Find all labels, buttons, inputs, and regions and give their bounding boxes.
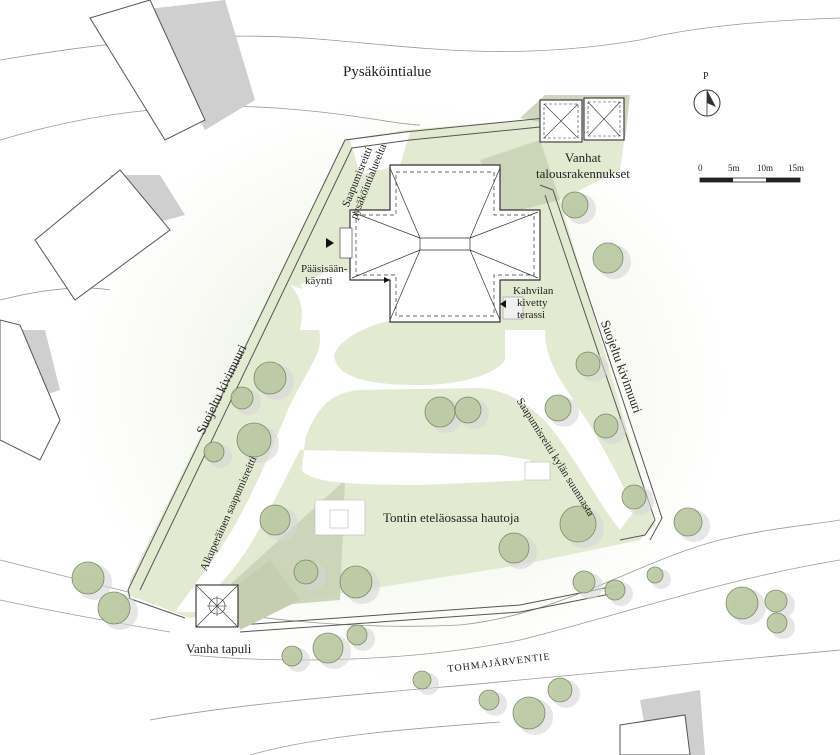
tree-canopy [561,191,589,219]
outbuildings-label: Vanhat talousrakennukset [536,150,630,182]
east-yard-box [524,461,551,481]
bell-tower-label: Vanha tapuli [186,641,252,656]
tree-canopy [498,532,530,564]
tree-canopy [203,441,225,463]
tree-canopy [97,591,131,625]
cafe-terrace-grid [502,296,524,320]
tree-canopy [339,565,373,599]
tree-canopy [725,586,759,620]
tree-canopy [312,632,344,664]
small-square [329,509,349,529]
neighbour-building-2 [34,169,171,301]
scale-tick-15m: 15m [788,163,805,173]
parking-label: Pysäköintialue [343,64,432,80]
main-path-loop [175,270,635,612]
north-arrow-label: P [703,71,709,82]
tree-canopy [592,242,624,274]
north-arrow [693,89,721,117]
tree-canopy [293,559,319,585]
tree-canopy [478,689,500,711]
tree-canopy [593,413,619,439]
tree-canopy [559,505,597,543]
tree-canopy [544,394,572,422]
bell-tower [195,560,300,630]
tree-canopy [646,566,664,584]
paths [175,132,635,612]
tree-canopy [424,396,456,428]
side-entrance-arrow [384,277,390,283]
tree-canopy [346,624,368,646]
tree-canopy [71,561,105,595]
tree-canopy [412,670,432,690]
tree-canopy [512,696,546,730]
neighbour-building-4 [619,714,691,755]
main-entrance-arrow [326,238,334,248]
church-building [349,164,541,323]
main-entrance-label: Pääsisään- käynti [301,263,347,287]
cafe-line3: terassi [517,309,546,321]
path-front-plaza [290,285,326,330]
cafe-terrace-label: Kahvilan kivetty terassi [513,285,553,321]
neighbour-building-3 [0,319,61,461]
outbuildings-label-line2: talousrakennukset [536,166,630,181]
main-entrance-line1: Pääsisään- [301,263,348,275]
grave-area-box [314,499,366,536]
tree-canopy [259,504,291,536]
tree-canopy [281,645,303,667]
tree-canopy [575,351,601,377]
tree-canopy [454,396,482,424]
tree-canopy [621,484,647,510]
church-cross-plan [349,164,541,323]
scale-tick-0: 0 [698,163,703,173]
cafe-line1: Kahvilan [513,285,554,297]
tree-canopy [572,570,596,594]
tree-canopy [673,507,703,537]
neighbouring-buildings [0,0,705,755]
tree-canopy [547,677,573,703]
scale-bar [699,177,801,183]
cafe-line2: kivetty [517,297,548,309]
trees [71,191,795,735]
tree-canopy [764,589,788,613]
neighbour-building-1 [89,0,206,141]
main-entrance-line2: käynti [305,275,333,287]
church-roof-lines [351,167,539,321]
scale-tick-5m: 5m [728,163,740,173]
surrounding-plot-lines [0,17,840,755]
tree-canopy [230,386,254,410]
tree-canopy [766,612,788,634]
graves-label: Tontin eteläosassa hautoja [383,510,520,525]
tree-canopy [604,579,626,601]
tree-canopy [253,361,287,395]
bell-tower-shadow [230,560,300,630]
main-entrance-steps [339,227,353,259]
tree-canopy [236,422,272,458]
cafe-entrance-arrow [500,300,506,308]
neighbour-shadow-1 [140,0,255,130]
outbuildings-label-line1: Vanhat [564,150,601,165]
scale-tick-10m: 10m [757,163,774,173]
path-parking-route [350,132,410,175]
old-outbuildings [539,97,625,143]
